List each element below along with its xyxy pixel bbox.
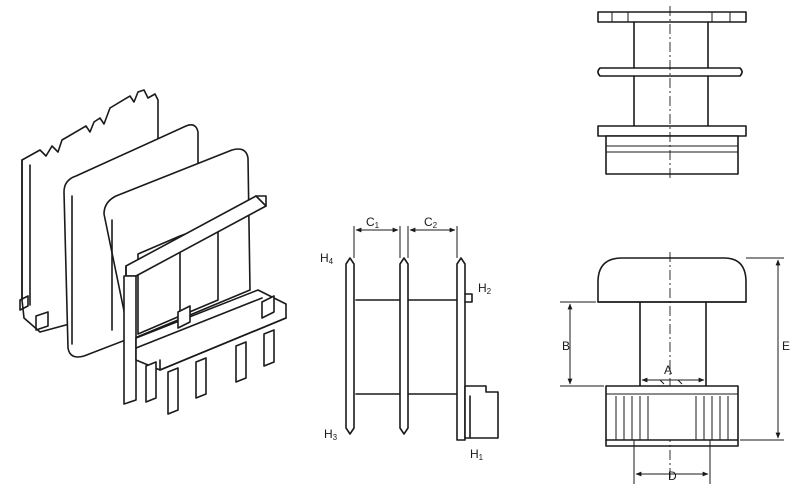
- top-view-middle-flange: [597, 67, 743, 77]
- front-top-bar-edge: [125, 195, 267, 277]
- e-extension-lines: [740, 257, 784, 441]
- front-view-center-pins: [659, 379, 683, 385]
- top-view: [597, 6, 747, 180]
- c-extension-lines: [353, 226, 458, 258]
- pin: [695, 396, 729, 440]
- back-plate-tab: [19, 295, 29, 311]
- pins: [145, 295, 275, 415]
- d-label: D: [668, 469, 677, 483]
- side-view: C1 C2 H4 H2 H3 H1: [320, 215, 499, 462]
- h3-label: H3: [324, 427, 338, 442]
- front-left-post: [123, 275, 137, 405]
- a-label: A: [664, 363, 672, 377]
- right-flange-h2-h1: [456, 257, 466, 441]
- front-view-window: [639, 301, 707, 387]
- terminal-block: [464, 385, 499, 439]
- top-view-base-flange: [597, 125, 747, 137]
- top-view-pin-block-lines: [606, 145, 738, 153]
- b-label: B: [562, 339, 570, 353]
- pin-stub: [261, 295, 275, 319]
- h1-label: H1: [470, 447, 484, 462]
- front-view-base: [605, 439, 739, 447]
- top-flange: [597, 11, 747, 23]
- pin: [145, 361, 157, 403]
- base-platform-edge: [135, 297, 287, 371]
- isometric-view: [19, 89, 287, 415]
- c1-label: C1: [366, 215, 380, 230]
- back-plate-edge: [21, 159, 31, 306]
- e-label: E: [782, 339, 790, 353]
- pin: [235, 341, 247, 383]
- b-extension-lines: [560, 301, 604, 387]
- front-view-flange-top: [597, 257, 747, 303]
- h2-label: H2: [478, 281, 492, 296]
- front-view: B E A D: [560, 252, 790, 484]
- center-flange: [399, 257, 409, 435]
- pin: [263, 329, 275, 367]
- pin-stub: [177, 305, 191, 329]
- pin: [195, 357, 207, 399]
- d-extension-lines: [633, 440, 711, 484]
- top-view-pin-block: [605, 135, 739, 175]
- top-flange-slots: [611, 12, 731, 22]
- h4-label: H4: [320, 251, 334, 266]
- back-plate-tab-lower: [35, 311, 49, 331]
- h2-step: [464, 293, 473, 303]
- left-flange-h4-h3: [345, 257, 355, 435]
- c2-label: C2: [424, 215, 438, 230]
- pin: [167, 367, 179, 415]
- pin: [615, 396, 649, 440]
